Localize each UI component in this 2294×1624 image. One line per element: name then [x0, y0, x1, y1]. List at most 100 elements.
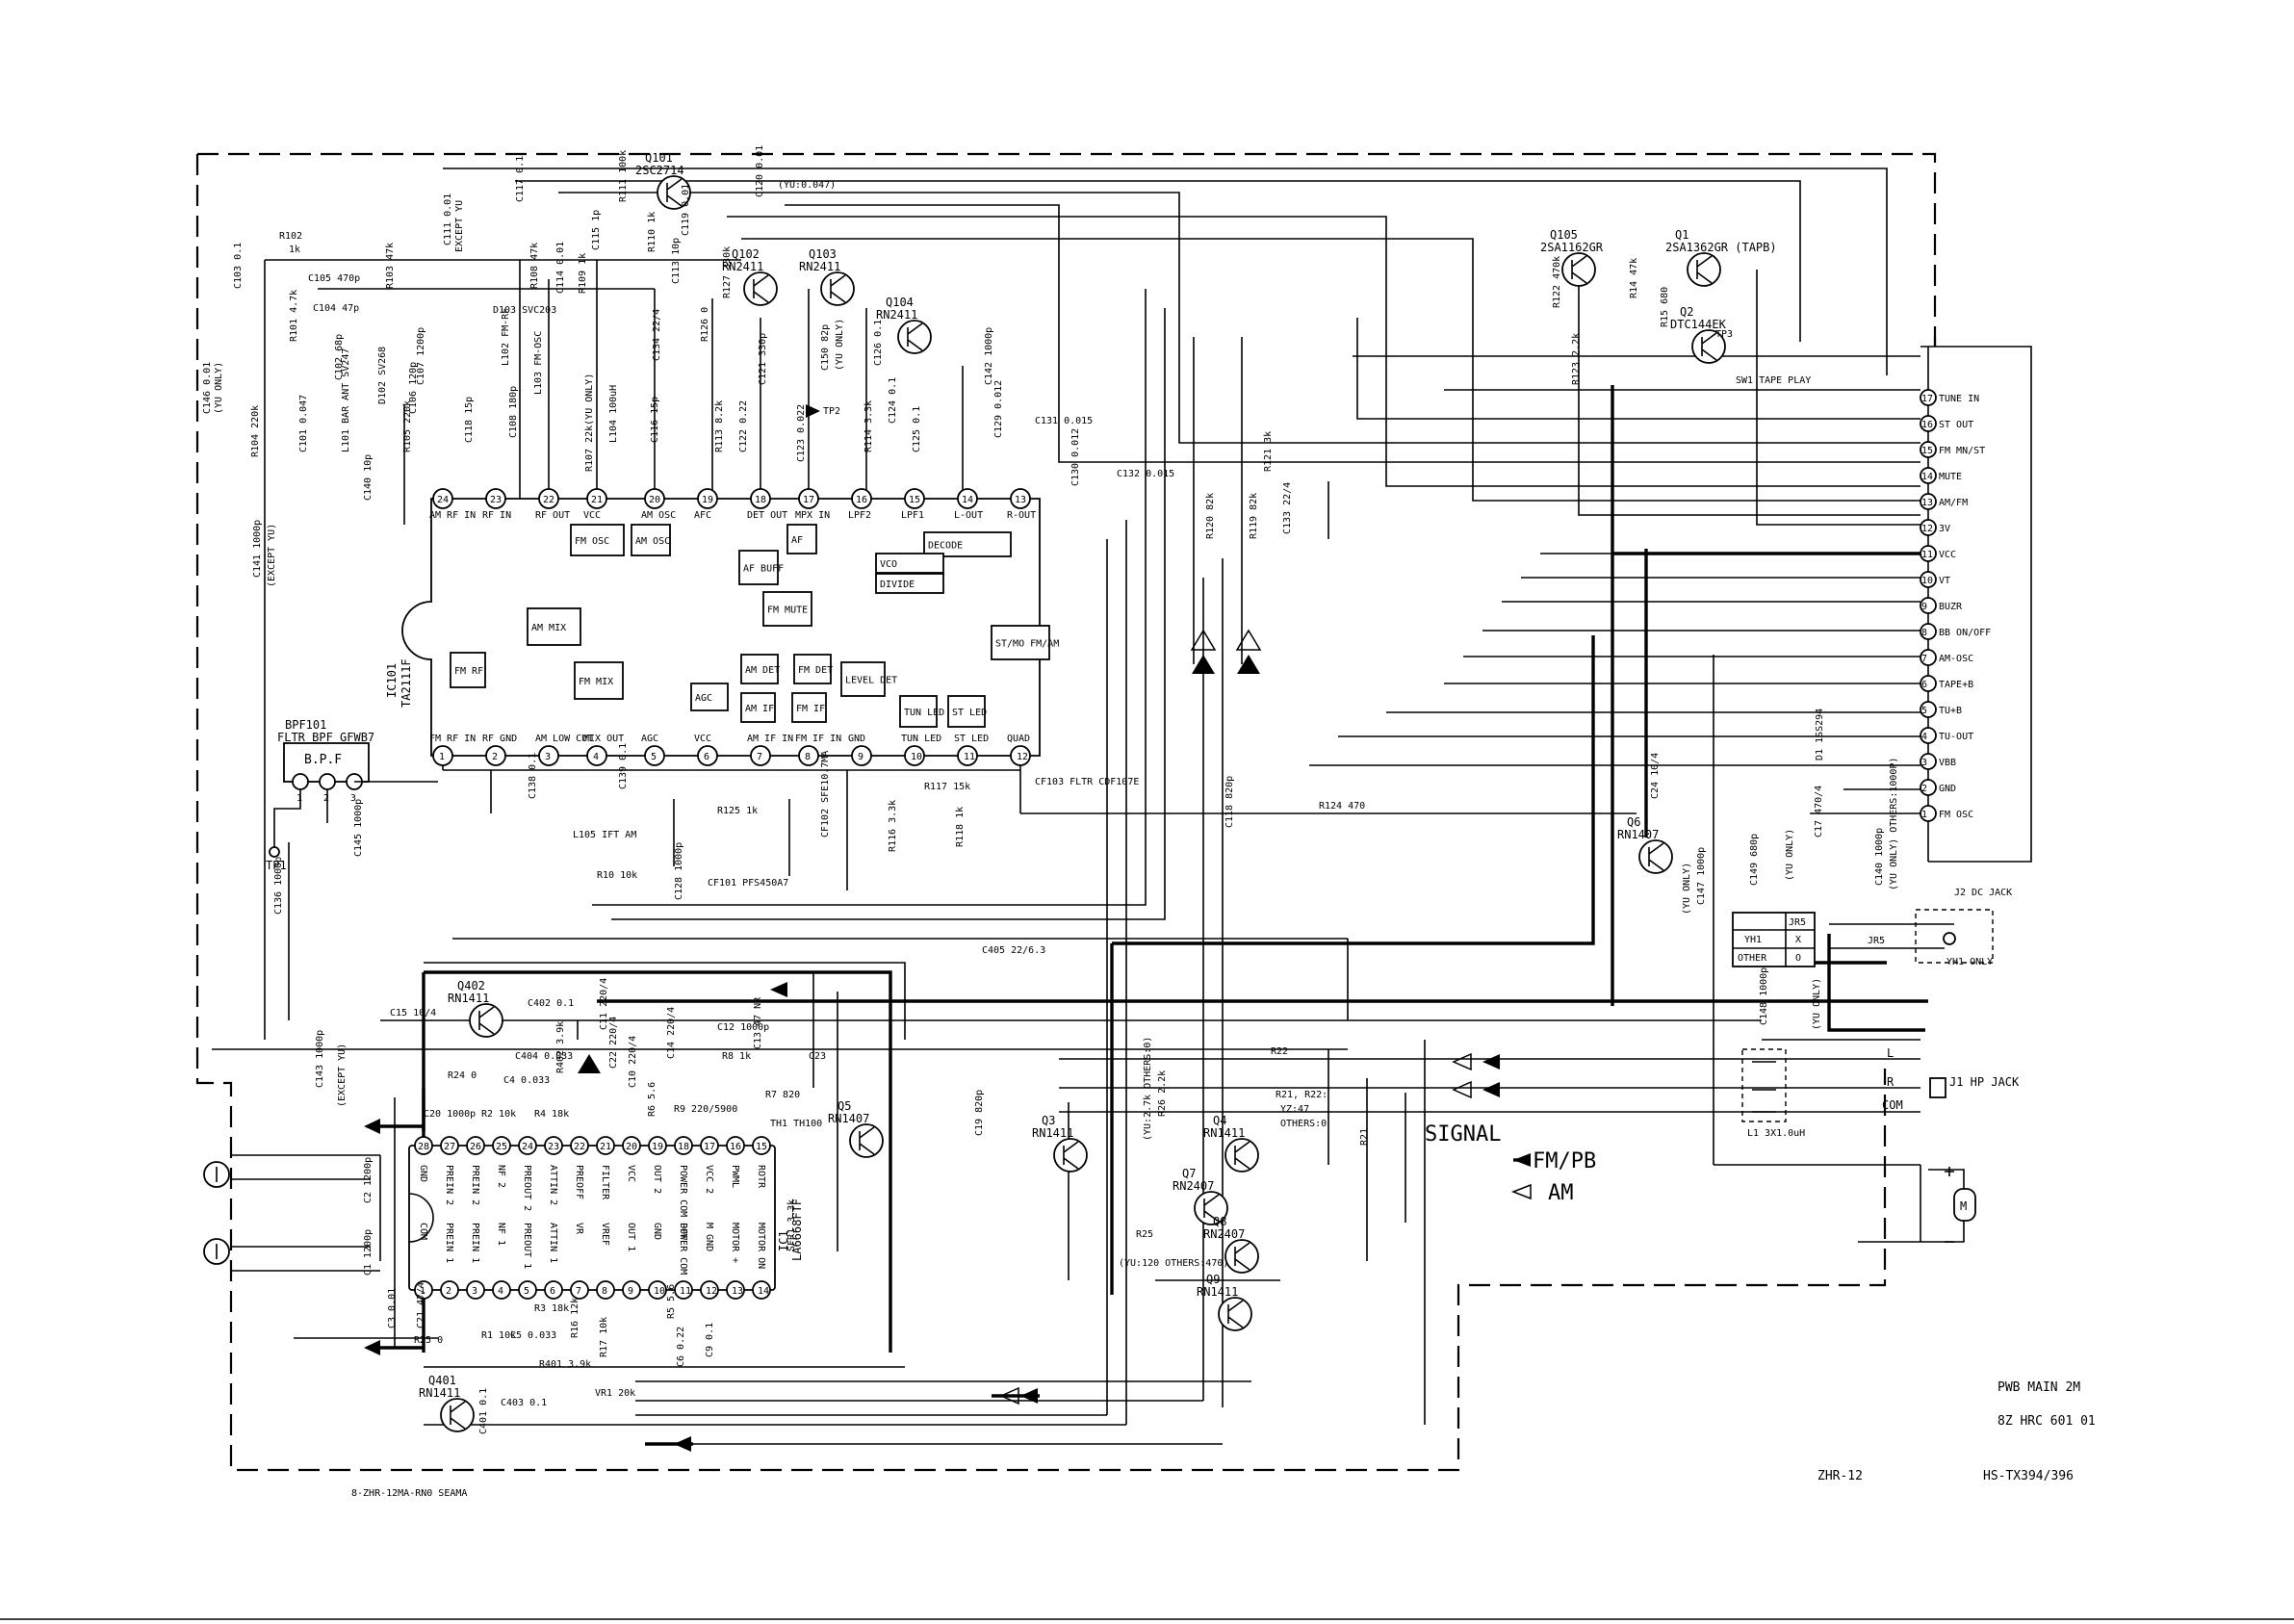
jr5-label: JR5: [1868, 936, 1885, 946]
ic1-pin-28: [414, 1136, 433, 1155]
label-c15: C15 10/4: [390, 1008, 436, 1018]
label-r21: R21: [1359, 1128, 1370, 1146]
conn-pin-label-14: MUTE: [1939, 472, 1962, 482]
label-c4: C4 0.033: [503, 1075, 550, 1086]
ic1-pin-8: [596, 1280, 615, 1300]
conn-pin-4: [1920, 727, 1937, 744]
conn-pin-num-10: 10: [1921, 576, 1933, 586]
label-cf102: CF102 SFE10.7MA: [820, 751, 831, 838]
ic101-block-fm-if: [791, 692, 827, 723]
ic101-pin-num-12: 12: [1017, 752, 1028, 762]
transistor-Q402: [469, 1003, 503, 1038]
ic101-block-af: [786, 524, 817, 554]
transistor-ref-Q104: Q104: [886, 296, 914, 309]
label-c21: C21 47/4: [416, 1282, 426, 1328]
conn-pin-10: [1920, 571, 1937, 588]
label-r102: R102: [279, 231, 302, 242]
ic1-pin-21: [596, 1136, 615, 1155]
label-c125: C125 0.1: [912, 406, 922, 452]
ic101-pin-17: [798, 488, 819, 509]
label-r124: R124 470: [1319, 801, 1365, 812]
ic101-pin-label-12: QUAD: [1007, 734, 1030, 744]
ic101-pin-label-7: AM IF IN: [747, 734, 793, 744]
ic1-pin-num-26: 26: [470, 1142, 481, 1152]
label-r111: R111 100k: [618, 150, 629, 202]
transistor-ref-Q2: Q2: [1680, 305, 1693, 319]
label-l102: L102 FM-RF: [501, 308, 511, 366]
ic1-pin-num-2: 2: [446, 1286, 451, 1297]
conn-pin-14: [1920, 467, 1937, 484]
conn-pin-13: [1920, 493, 1937, 510]
ic101-pin-num-14: 14: [962, 495, 973, 505]
label-c150n: (YU ONLY): [835, 319, 845, 371]
label-d103: D103 SVC203: [493, 305, 556, 316]
transistor-ref-Q402: Q402: [457, 979, 485, 992]
transistor-leads-Q402: [478, 1006, 495, 1035]
label-r116: R116 3.3k: [888, 800, 898, 852]
ic101-pin-label-19: AFC: [694, 510, 711, 521]
transistor-ref-Q6: Q6: [1627, 815, 1640, 829]
conn-pin-num-8: 8: [1921, 628, 1927, 638]
transistor-Q6: [1638, 839, 1673, 874]
transistor-symbols: Q1012SC2714Q102RN2411Q103RN2411Q104RN241…: [419, 151, 1777, 1432]
ic1-pin-num-18: 18: [678, 1142, 689, 1152]
am-arrow: [1190, 629, 1217, 651]
label-sfr1: SFR1 3.3k: [786, 1199, 797, 1251]
ic1-pin-label-top-17: VCC 2: [704, 1165, 714, 1194]
bpf101: [269, 742, 438, 858]
ic1-pin-label-bot-12: M GND: [704, 1223, 714, 1251]
ic1-pin-label-bot-8: VREF: [600, 1223, 610, 1246]
label-r14: R14 47k: [1629, 258, 1639, 298]
label-c103: C103 0.1: [233, 243, 244, 289]
label-c129: C129 0.012: [993, 380, 1004, 438]
ic101-pin-num-1: 1: [439, 752, 445, 762]
label-c403: C403 0.1: [501, 1398, 547, 1408]
conn-pin-num-7: 7: [1921, 654, 1927, 664]
bpf-pin-3: 3: [350, 793, 356, 804]
transistor-Q105: [1561, 252, 1596, 287]
ic101-block-label-st-mo: ST/MO FM/AM: [995, 639, 1059, 650]
ic101-pin-1: [432, 745, 453, 766]
ic101-pin-label-3: AM LOW CUT: [535, 734, 593, 744]
label-d102: D102 SV268: [377, 347, 388, 404]
ic1-pin-label-bot-9: OUT 1: [626, 1223, 636, 1251]
ic1-pin-label-top-19: OUT 2: [652, 1165, 662, 1194]
ic101-pin-label-21: VCC: [583, 510, 601, 521]
label-c3: C3 0.01: [387, 1288, 398, 1328]
label-c114: C114 0.01: [555, 242, 566, 294]
transistor-part-Q9: RN1411: [1197, 1285, 1238, 1299]
ic101-pin-20: [644, 488, 665, 509]
ic101-pin-23: [485, 488, 506, 509]
ic1-pin-num-4: 4: [498, 1286, 503, 1297]
label-r22: R22: [1271, 1046, 1288, 1057]
label-r126: R126 0: [700, 307, 710, 342]
label-c2: C2 1200p: [363, 1157, 374, 1203]
label-c102: C102 68p: [334, 334, 345, 380]
ic101-pin-num-21: 21: [591, 495, 603, 505]
transistor-part-Q4: RN1411: [1203, 1126, 1245, 1140]
conn-pin-label-7: AM-OSC: [1939, 654, 1973, 664]
label-c136: C136 1000p: [273, 857, 284, 915]
label-r120: R120 82k: [1205, 493, 1216, 539]
label-c138: C138 0.1: [528, 753, 538, 799]
ic101-block-agc: [690, 683, 729, 711]
transistor-leads-Q5: [859, 1126, 875, 1155]
ic101-part: TA2111F: [400, 658, 413, 708]
label-r26: R26 2.2k: [1157, 1070, 1168, 1117]
transistor-Q4: [1224, 1138, 1259, 1173]
ic101-pin-num-10: 10: [911, 752, 922, 762]
ic101-pin-label-5: AGC: [641, 734, 658, 744]
label-c401: C401 0.1: [478, 1388, 489, 1434]
ic101-pin-15: [904, 488, 925, 509]
transistor-leads-Q1: [1696, 255, 1713, 284]
conn-pin-label-5: TU+B: [1939, 706, 1962, 716]
ic101-block-label-am-osc: AM OSC: [635, 536, 670, 547]
conn-pin-num-14: 14: [1921, 472, 1933, 482]
label-c141: C141 1000p: [252, 520, 263, 578]
ic1-pin-20: [622, 1136, 641, 1155]
label-cf101: CF101 PFS450A7: [708, 878, 788, 889]
ic101-block-fm-mute: [762, 591, 812, 627]
ic1-pin-label-top-28: GND: [418, 1165, 428, 1182]
label-c119: C119 0.01: [681, 184, 691, 236]
